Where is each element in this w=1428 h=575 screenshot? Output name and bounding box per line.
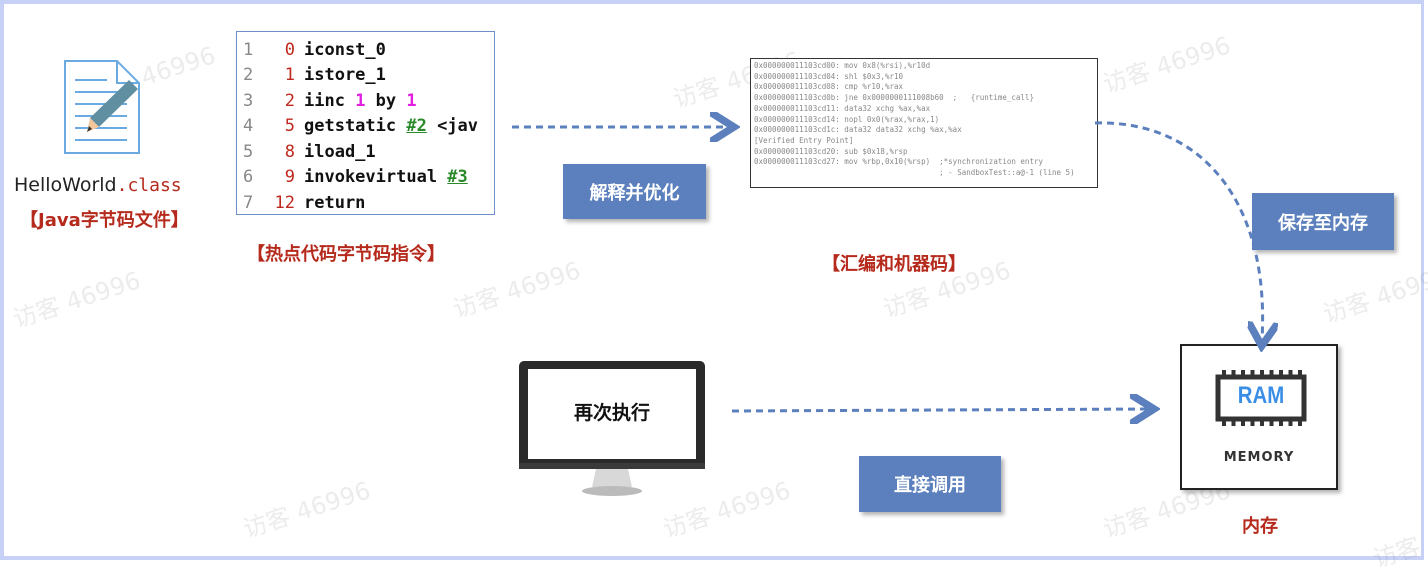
chip-pin	[1288, 370, 1293, 378]
bytecode-token: iinc	[304, 90, 356, 111]
assembly-line: 0x000000011103cd27: mov %rbp,0x10(%rsp) …	[754, 157, 1043, 167]
bytecode-offset: 9	[284, 167, 295, 188]
document-pencil-icon	[62, 58, 142, 162]
arrow-monitor-to-memory	[731, 409, 1148, 411]
chip-pin	[1269, 370, 1274, 378]
assembly-line: 0x000000011103cd00: mov 0x8(%rsi),%r10d	[754, 61, 931, 70]
assembly-line: 0x000000011103cd08: cmp %r10,%rax	[754, 82, 904, 92]
bytecode-token: iload_1	[304, 141, 376, 162]
chip-pin	[1260, 418, 1264, 426]
interpret-optimize-box: 解释并优化	[563, 164, 706, 219]
bytecode-offset: 5	[284, 116, 295, 137]
direct-call-box: 直接调用	[859, 456, 1001, 512]
chip-pin	[1222, 418, 1226, 426]
bytecode-token: getstatic	[304, 116, 407, 137]
line-number: 6	[243, 167, 254, 188]
monitor-icon	[518, 360, 708, 504]
line-number: 4	[243, 116, 254, 137]
file-name: HelloWorld	[14, 174, 117, 196]
bytecode-token: istore_1	[304, 65, 386, 86]
bytecode-line: 5 8 iload_1	[243, 139, 494, 165]
bytecode-line: 3 2 iinc 1 by 1	[243, 88, 494, 114]
assembly-line: [Verified Entry Point]	[754, 135, 854, 145]
chip-pin	[1222, 370, 1226, 378]
chip-pin	[1298, 370, 1302, 378]
ram-text: RAM	[1237, 382, 1285, 409]
file-ext: .class	[116, 175, 182, 196]
line-number: 3	[243, 90, 254, 111]
bytecode-line: 6 9 invokevirtual #3	[243, 165, 494, 191]
assembly-line: 0x000000011103cd0b: jne 0x0000000111008b…	[754, 93, 1034, 103]
memory-box: RAM MEMORY	[1180, 344, 1338, 490]
class-file-name: HelloWorld.class	[14, 174, 182, 196]
bytecode-token: #3	[447, 167, 468, 188]
line-number: 1	[243, 39, 254, 60]
assembly-line: 0x000000011103cd20: sub $0x18,%rsp	[754, 146, 908, 156]
memory-caption: 内存	[1242, 516, 1278, 537]
assembly-line: 0x000000011103cd11: data32 xchg %ax,%ax	[754, 103, 931, 113]
chip-pin	[1260, 370, 1264, 378]
bytecode-line: 2 1 istore_1	[243, 63, 494, 89]
assembly-line: ; - SandboxTest::a@-1 (line 5)	[754, 168, 1075, 178]
bytecode-offset: 8	[284, 141, 295, 162]
bytecode-token: iconst_0	[304, 39, 386, 60]
class-file-caption: 【Java字节码文件】	[20, 210, 189, 231]
assembly-caption: 【汇编和机器码】	[822, 254, 966, 275]
bytecode-caption: 【热点代码字节码指令】	[247, 244, 445, 265]
chip-pin	[1279, 418, 1283, 426]
chip-pin	[1298, 418, 1302, 426]
bytecode-token: <jav	[426, 116, 479, 137]
line-number: 7	[243, 192, 254, 213]
bytecode-offset: 1	[284, 65, 295, 86]
bytecode-offset: 2	[284, 90, 295, 111]
bytecode-line: 1 0 iconst_0	[243, 37, 494, 63]
bytecode-offset: 12	[274, 192, 295, 213]
chip-pin	[1279, 370, 1283, 378]
bytecode-token: 1	[406, 90, 417, 111]
bytecode-token: by	[365, 90, 407, 111]
bytecode-token: invokevirtual	[304, 167, 448, 188]
bytecode-token: 1	[355, 90, 366, 111]
memory-label: MEMORY	[1223, 450, 1295, 465]
save-to-memory-box: 保存至内存	[1252, 193, 1394, 250]
bytecode-line: 4 5 getstatic #2 <jav	[243, 114, 494, 140]
bytecode-line: 7 12 return	[243, 190, 494, 216]
line-number: 5	[243, 141, 254, 162]
chip-pin	[1241, 418, 1245, 426]
arrow-assembly-to-memory	[1094, 121, 1263, 340]
chip-pin	[1288, 418, 1293, 426]
chip-pin	[1241, 370, 1245, 378]
bytecode-offset: 0	[284, 39, 295, 60]
assembly-line: 0x000000011103cd1c: data32 data32 xchg %…	[754, 125, 962, 135]
chip-pin	[1231, 418, 1236, 426]
chip-pin	[1250, 370, 1255, 378]
bytecode-token: #2	[406, 116, 427, 137]
chip-pin	[1269, 418, 1274, 426]
bytecode-panel: 1 0 iconst_0 2 1 istore_1 3 2 iinc 1 by 1 4 5 getst…	[236, 31, 495, 215]
bytecode-token: return	[304, 192, 366, 213]
assembly-line: 0x000000011103cd14: nopl 0x0(%rax,%rax,1…	[754, 114, 940, 124]
chip-pin	[1231, 370, 1236, 378]
ram-chip-icon	[1214, 370, 1308, 430]
diagram-frame	[0, 0, 1424, 560]
execute-again-text: 再次执行	[573, 402, 650, 424]
line-number: 2	[243, 65, 254, 86]
chip-pin	[1250, 418, 1255, 426]
assembly-line: 0x000000011103cd04: shl $0x3,%r10	[754, 71, 904, 81]
